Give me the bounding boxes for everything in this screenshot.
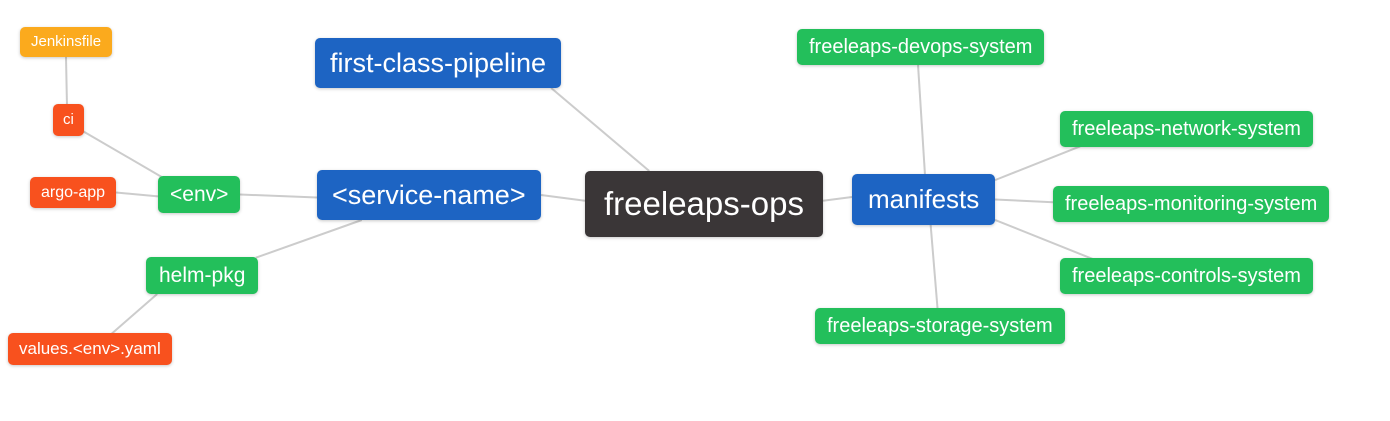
- edge-manifests-to-freeleaps-storage-system: [929, 224, 939, 309]
- mindmap-node-freeleaps-controls-system[interactable]: freeleaps-controls-system: [1060, 258, 1313, 294]
- mindmap-node-manifests[interactable]: manifests: [852, 174, 996, 226]
- mindmap-node-freeleaps-ops[interactable]: freeleaps-ops: [585, 171, 823, 237]
- edge-manifests-to-freeleaps-monitoring-system: [994, 198, 1054, 204]
- mindmap-node-helm-pkg[interactable]: helm-pkg: [146, 257, 259, 295]
- edge-freeleaps-ops-to-manifests: [822, 195, 853, 202]
- mindmap-node-freeleaps-devops-system[interactable]: freeleaps-devops-system: [797, 29, 1045, 65]
- edge-env-to-service-name: [239, 193, 318, 199]
- edge-manifests-to-freeleaps-controls-system: [994, 218, 1094, 261]
- edge-freeleaps-devops-system-to-manifests: [917, 64, 926, 175]
- mindmap-node-first-class-pipeline[interactable]: first-class-pipeline: [315, 38, 562, 89]
- mindmap-node-ci[interactable]: ci: [53, 104, 84, 136]
- mindmap-node-service-name[interactable]: <service-name>: [317, 170, 541, 221]
- mindmap-node-argo-app[interactable]: argo-app: [30, 177, 117, 209]
- edge-service-name-to-helm-pkg: [255, 219, 363, 259]
- mindmap-node-env[interactable]: <env>: [158, 176, 241, 214]
- mindmap-node-freeleaps-network-system[interactable]: freeleaps-network-system: [1060, 111, 1313, 147]
- mindmap-node-values-env-yaml[interactable]: values.<env>.yaml: [8, 333, 172, 366]
- mindmap-node-freeleaps-storage-system[interactable]: freeleaps-storage-system: [815, 308, 1065, 344]
- edge-manifests-to-freeleaps-network-system: [994, 145, 1081, 182]
- edge-helm-pkg-to-values-env-yaml: [110, 293, 158, 335]
- mindmap-node-jenkinsfile[interactable]: Jenkinsfile: [20, 27, 113, 57]
- edge-argo-app-to-env: [115, 191, 159, 198]
- edge-service-name-to-freeleaps-ops: [540, 194, 586, 202]
- mindmap-node-freeleaps-monitoring-system[interactable]: freeleaps-monitoring-system: [1053, 186, 1330, 222]
- edge-ci-to-env: [82, 130, 162, 178]
- edge-first-class-pipeline-to-freeleaps-ops: [550, 87, 650, 172]
- edge-jenkinsfile-to-ci: [65, 56, 68, 105]
